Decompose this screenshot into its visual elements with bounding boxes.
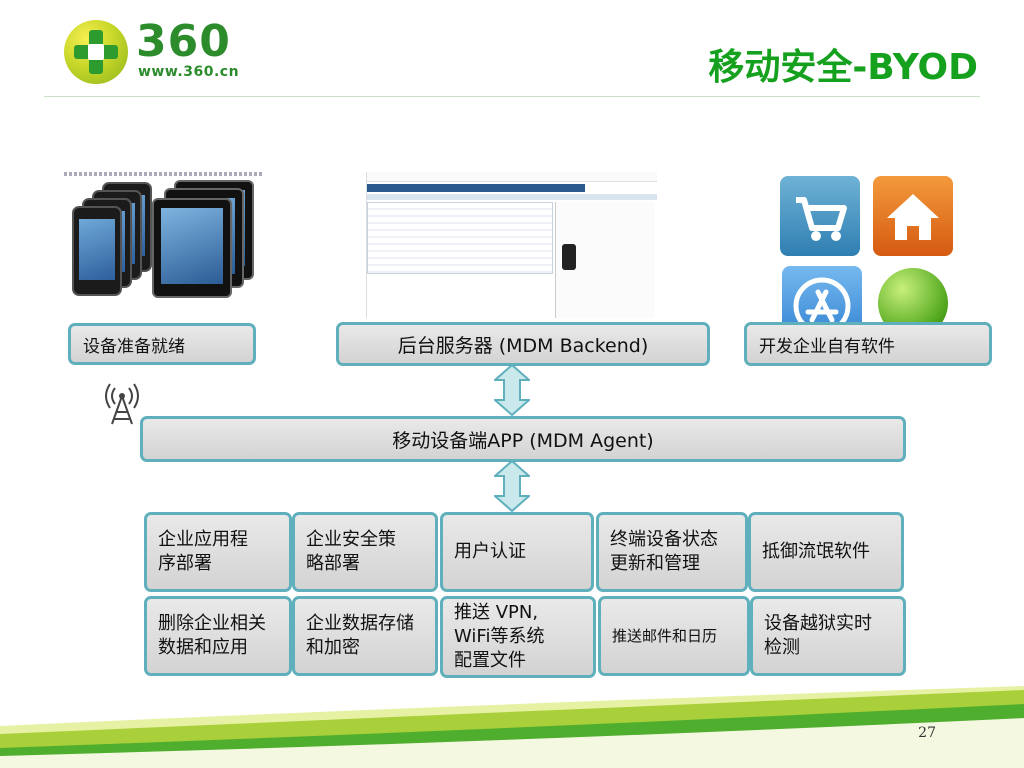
feature-user-auth: 用户认证 [440, 512, 594, 592]
feature-label: 推送 VPN, WiFi等系统配置文件 [454, 602, 545, 671]
app-store-icon [782, 266, 862, 324]
feature-label: 企业安全策略部署 [306, 529, 396, 574]
feature-device-status: 终端设备状态更新和管理 [596, 512, 748, 592]
mdm-agent-box: 移动设备端APP (MDM Agent) [140, 416, 906, 462]
feature-label: 终端设备状态更新和管理 [610, 529, 718, 574]
mdm-backend-label: 后台服务器 (MDM Backend) [397, 334, 649, 357]
devices-ready-box: 设备准备就绪 [68, 323, 256, 365]
logo-number: 360 [136, 16, 231, 67]
phone-preview-icon [562, 244, 576, 270]
home-app-icon [873, 176, 953, 256]
feature-label: 抵御流氓软件 [762, 541, 870, 562]
feature-label: 企业数据存储和加密 [306, 613, 414, 658]
double-arrow-top [494, 364, 530, 416]
logo-url: www.360.cn [138, 64, 240, 80]
antenna-icon [105, 383, 139, 425]
footer-swoosh [0, 686, 1024, 768]
feature-label: 设备越狱实时检测 [764, 613, 872, 658]
mdm-backend-box: 后台服务器 (MDM Backend) [336, 322, 710, 366]
title-divider [44, 96, 980, 97]
feature-label: 用户认证 [454, 541, 526, 562]
app-icons-image [780, 176, 960, 324]
feature-push-mail: 推送邮件和日历 [598, 596, 750, 676]
enterprise-software-label: 开发企业自有软件 [759, 336, 895, 357]
devices-image [64, 172, 264, 302]
feature-app-deploy: 企业应用程序部署 [144, 512, 292, 592]
smartphone-icon [72, 206, 122, 296]
apple-icon [878, 268, 948, 324]
feature-policy-deploy: 企业安全策略部署 [292, 512, 438, 592]
mdm-agent-label: 移动设备端APP (MDM Agent) [392, 429, 654, 452]
feature-data-encryption: 企业数据存储和加密 [292, 596, 438, 676]
feature-push-config: 推送 VPN, WiFi等系统配置文件 [440, 596, 596, 678]
double-arrow-bottom [494, 460, 530, 512]
enterprise-software-box: 开发企业自有软件 [744, 322, 992, 366]
page-number: 27 [918, 725, 936, 741]
feature-label: 企业应用程序部署 [158, 529, 248, 574]
logo-360: 360 www.360.cn [64, 16, 264, 86]
feature-anti-rogue: 抵御流氓软件 [748, 512, 904, 592]
feature-jailbreak-detect: 设备越狱实时检测 [750, 596, 906, 676]
feature-remote-wipe: 删除企业相关数据和应用 [144, 596, 292, 676]
feature-label: 删除企业相关数据和应用 [158, 613, 266, 658]
cart-app-icon [780, 176, 860, 256]
mdm-console-screenshot [366, 172, 657, 318]
devices-ready-label: 设备准备就绪 [83, 336, 185, 357]
tablet-icon [152, 198, 232, 298]
page-title: 移动安全-BYOD [708, 47, 978, 88]
plus-logo-icon [64, 20, 128, 84]
feature-label: 推送邮件和日历 [612, 627, 718, 645]
